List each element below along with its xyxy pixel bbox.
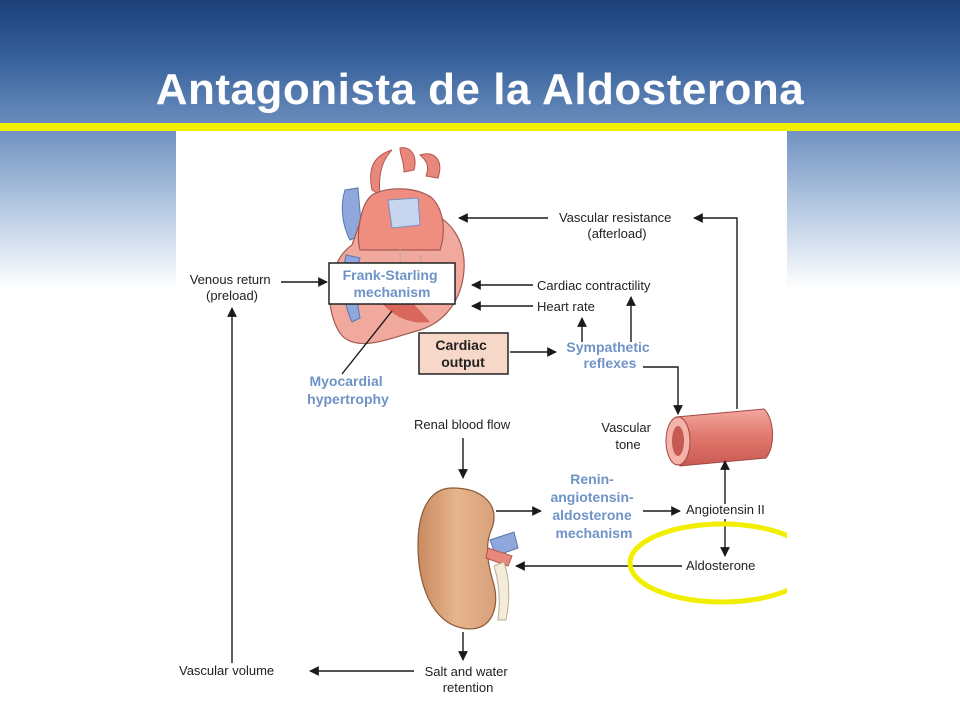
venous-return-label: Venous return (preload) [190,272,275,303]
salt-water-label: Salt and water retention [425,664,512,695]
heart-rate-label: Heart rate [537,299,595,314]
frank-starling-label: Frank-Starling mechanism [343,267,442,300]
heart-failure-diagram: Frank-Starling mechanism Cardiac output … [179,147,787,695]
arrow-sympathetic-to-vessel [643,366,683,415]
renal-blood-flow-label: Renal blood flow [414,417,511,432]
frank-starling-box [328,262,456,305]
cardiac-contractility-label: Cardiac contractility [537,278,651,293]
heart-illustration [328,147,465,345]
figure-panel: Frank-Starling mechanism Cardiac output … [176,131,787,720]
title-underline [0,123,960,131]
vascular-tone-label: Vascular tone [601,420,654,452]
myocardial-hypertrophy-label: Myocardial hypertrophy [307,373,389,407]
vascular-resistance-label: Vascular resistance (afterload) [559,210,675,241]
aldosterone-highlight-ellipse [627,521,787,605]
blood-vessel-illustration [665,408,773,467]
angiotensin-label: Angiotensin II [686,502,765,517]
sympathetic-reflexes-label: Sympathetic reflexes [566,339,653,371]
hypertrophy-pointer-line [341,310,393,375]
arrow-vessel-to-resistance [693,213,738,409]
kidney-illustration [417,487,519,630]
cardiac-output-box [418,332,509,375]
vascular-volume-label: Vascular volume [179,663,274,678]
renin-mechanism-label: Renin- angiotensin- aldosterone mechanis… [550,471,637,541]
cardiac-output-label: Cardiac output [435,337,490,370]
aldosterone-label: Aldosterone [686,558,755,573]
slide-title: Antagonista de la Aldosterona [155,65,805,114]
